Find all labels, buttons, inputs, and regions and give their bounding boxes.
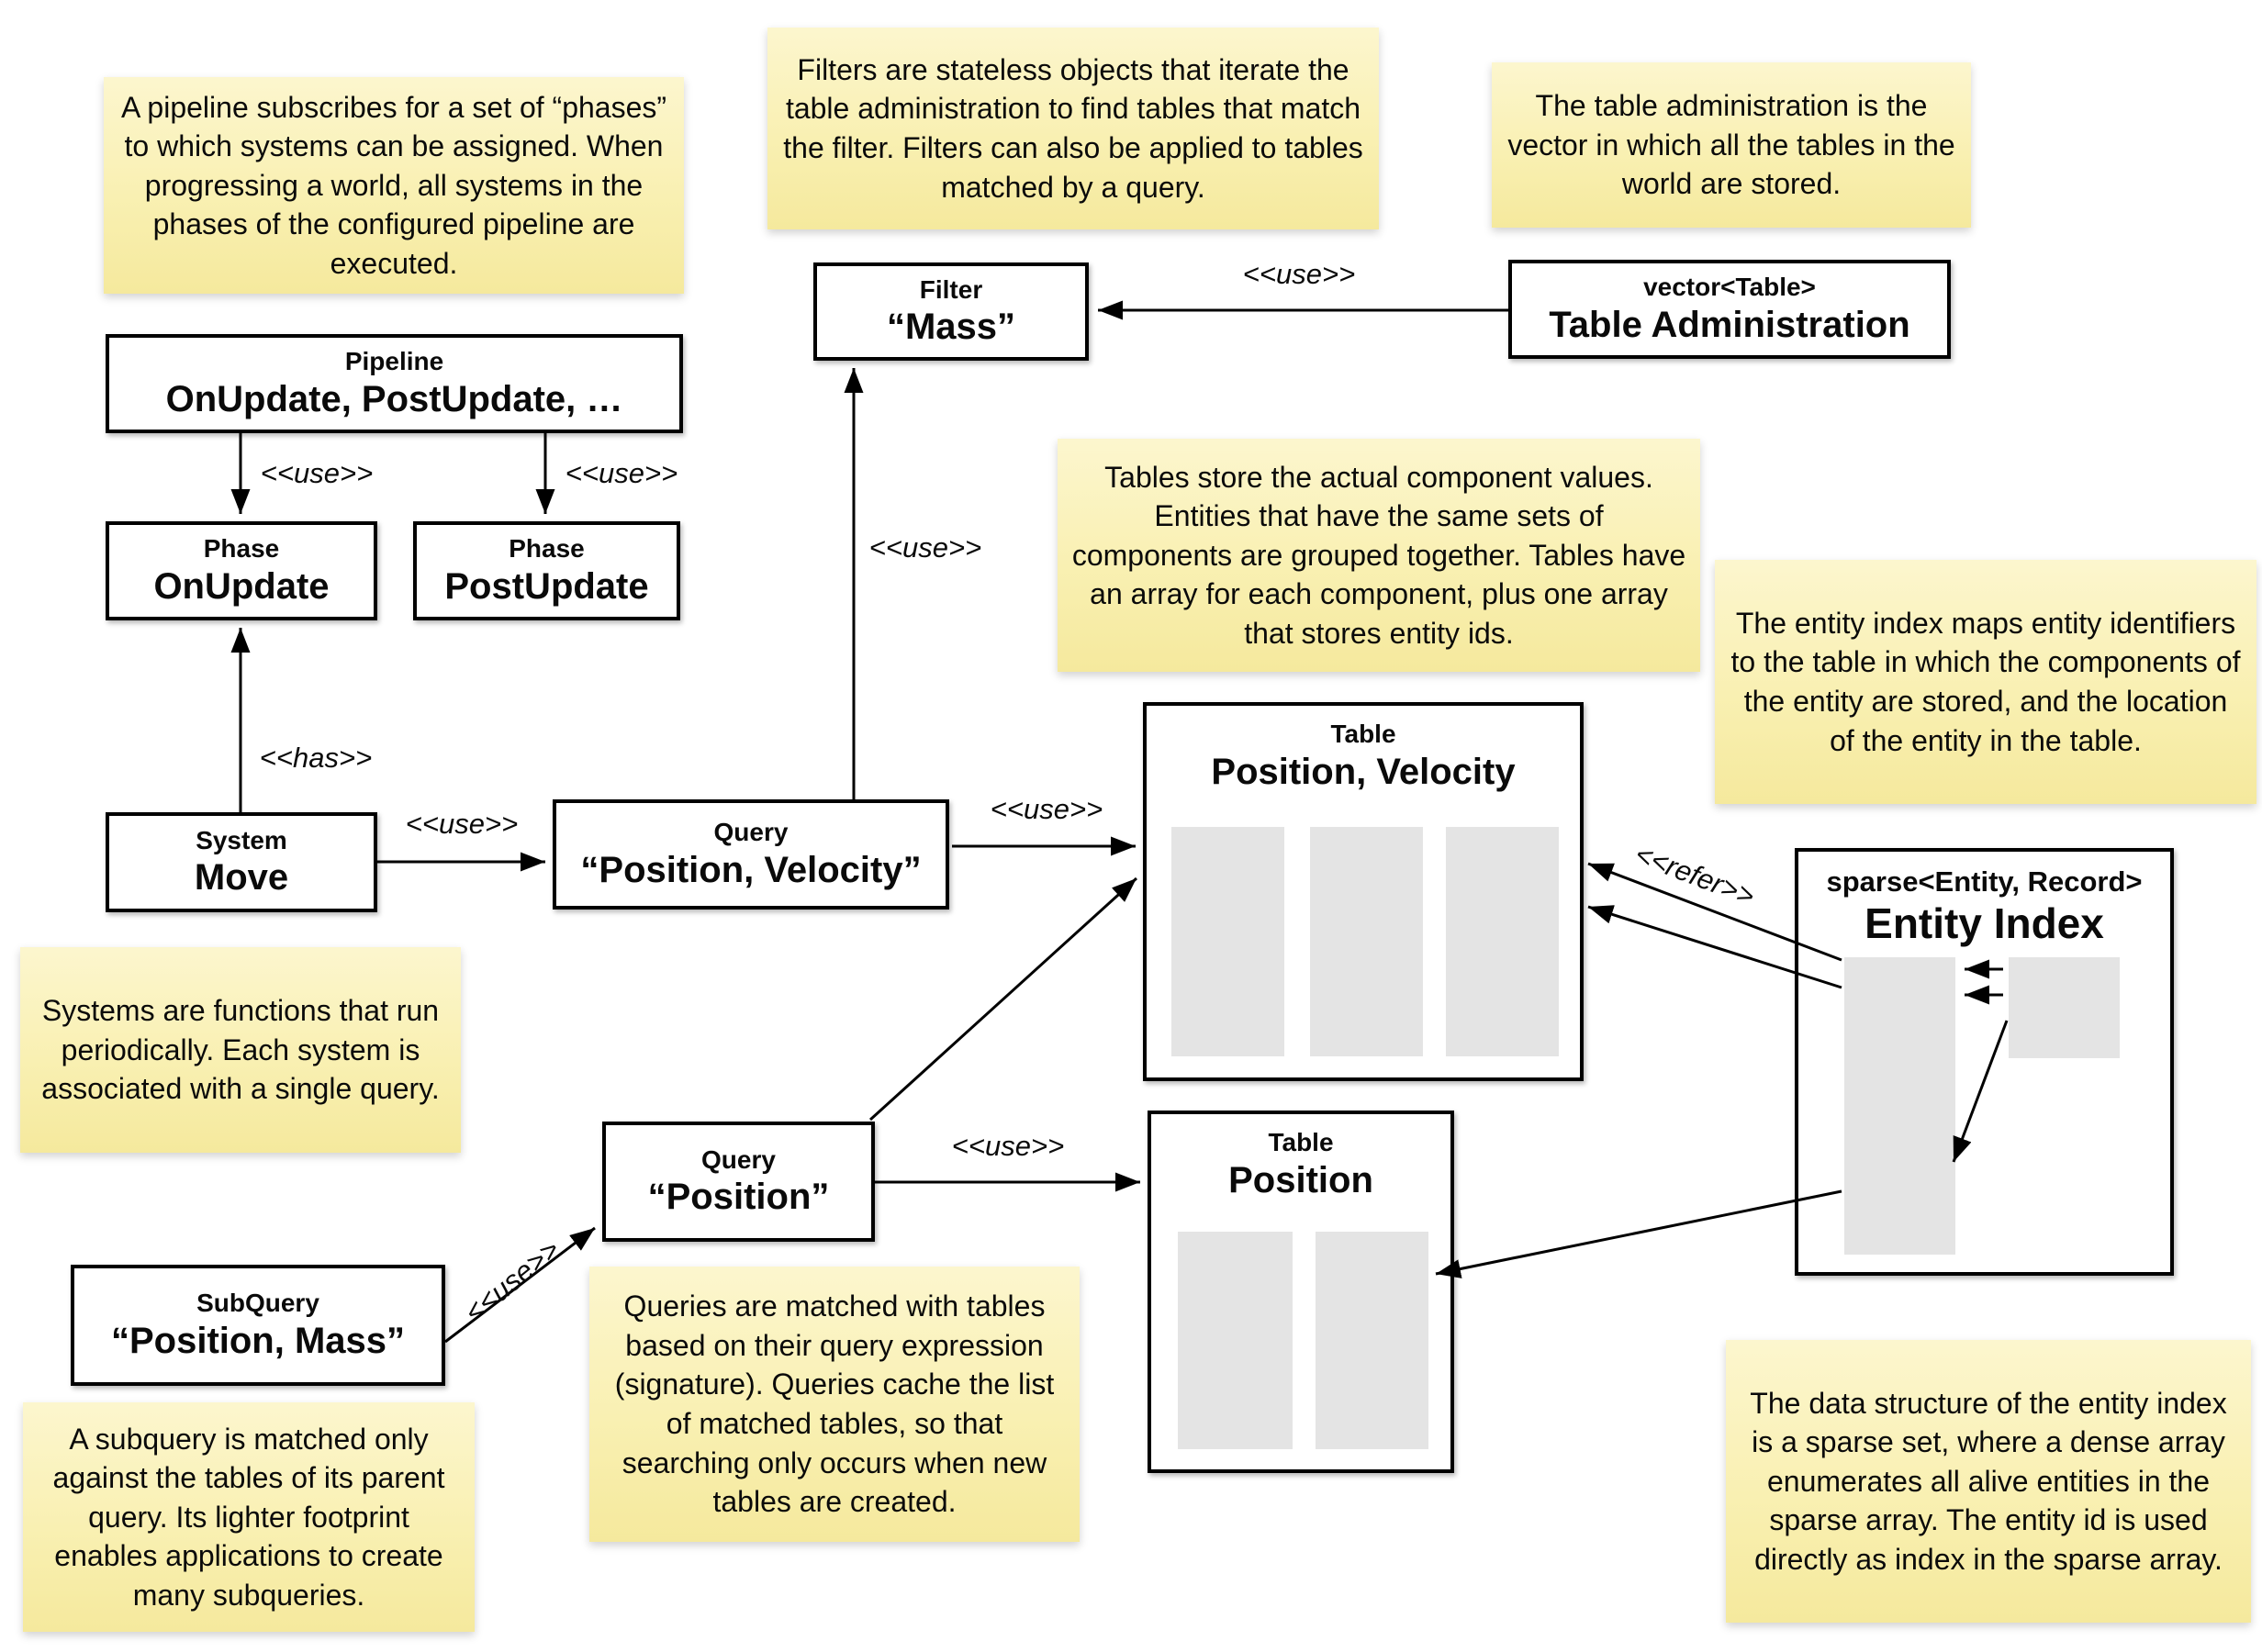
box-table-position-name: Position [1228, 1159, 1373, 1200]
edge-label-use: <<use>> [990, 793, 1103, 825]
box-pipeline-name: OnUpdate, PostUpdate, … [165, 378, 623, 419]
box-query-position: Query “Position” [602, 1122, 875, 1242]
sparse-array [1844, 957, 1955, 1255]
component-array [1171, 827, 1284, 1056]
box-table-position: Table Position [1148, 1111, 1454, 1473]
box-phase-postupdate: Phase PostUpdate [413, 521, 680, 620]
note-systems: Systems are functions that run periodica… [20, 947, 461, 1153]
note-filters: Filters are stateless objects that itera… [767, 28, 1379, 229]
box-table-position-type: Table [1268, 1128, 1334, 1156]
edge-querypos-to-tablepv [868, 876, 1138, 1122]
edge-label-use: <<use>> [565, 457, 678, 489]
box-table-position-velocity-name: Position, Velocity [1211, 751, 1516, 792]
box-query-position-type: Query [701, 1144, 776, 1174]
box-filter-type: Filter [919, 274, 983, 304]
box-system-move-type: System [196, 825, 287, 854]
box-phase-postupdate-name: PostUpdate [444, 565, 649, 607]
box-entity-index-name: Entity Index [1864, 899, 2104, 948]
note-sparse-set: The data structure of the entity index i… [1726, 1340, 2251, 1623]
box-query-position-velocity: Query “Position, Velocity” [553, 799, 949, 910]
box-table-administration: vector<Table> Table Administration [1508, 260, 1951, 359]
box-filter: Filter “Mass” [813, 262, 1089, 361]
box-table-position-velocity-type: Table [1330, 720, 1396, 748]
box-table-administration-type: vector<Table> [1643, 273, 1816, 302]
box-pipeline: Pipeline OnUpdate, PostUpdate, … [106, 334, 683, 433]
edge-label-has: <<has>> [259, 742, 373, 774]
box-pipeline-type: Pipeline [344, 347, 444, 376]
note-queries: Queries are matched with tables based on… [589, 1267, 1080, 1542]
edge-label-use: <<use>> [458, 1233, 566, 1329]
note-table-administration: The table administration is the vector i… [1492, 62, 1971, 228]
edge-entityindex-to-tablepos [1435, 1189, 1842, 1278]
box-subquery-name: “Position, Mass” [110, 1320, 406, 1361]
edge-label-use: <<use>> [1242, 258, 1356, 290]
box-phase-postupdate-type: Phase [509, 534, 585, 564]
box-entity-index-type: sparse<Entity, Record> [1826, 865, 2143, 898]
dense-array [2009, 957, 2120, 1058]
box-filter-name: “Mass” [886, 307, 1016, 348]
component-array [1310, 827, 1423, 1056]
edge-label-use: <<use>> [868, 531, 982, 564]
box-system-move: System Move [106, 812, 377, 912]
note-subquery: A subquery is matched only against the t… [23, 1402, 475, 1632]
edge-label-use: <<use>> [260, 457, 374, 489]
box-entity-index: sparse<Entity, Record> Entity Index [1795, 848, 2174, 1276]
box-phase-onupdate-name: OnUpdate [153, 565, 330, 607]
box-table-administration-name: Table Administration [1549, 304, 1910, 345]
component-array [1446, 827, 1559, 1056]
edge-label-use: <<use>> [405, 808, 519, 840]
box-query-position-velocity-type: Query [713, 818, 789, 847]
note-pipeline: A pipeline subscribes for a set of “phas… [104, 77, 684, 294]
component-array [1316, 1232, 1428, 1449]
box-subquery: SubQuery “Position, Mass” [71, 1265, 445, 1386]
box-query-position-velocity-name: “Position, Velocity” [580, 849, 922, 890]
note-entity-index: The entity index maps entity identifiers… [1715, 560, 2256, 804]
box-phase-onupdate: Phase OnUpdate [106, 521, 377, 620]
box-phase-onupdate-type: Phase [203, 534, 280, 564]
component-array [1178, 1232, 1293, 1449]
box-subquery-type: SubQuery [196, 1289, 319, 1318]
box-table-position-velocity: Table Position, Velocity [1143, 702, 1584, 1081]
box-system-move-name: Move [194, 857, 289, 899]
note-tables: Tables store the actual component values… [1058, 439, 1700, 672]
box-query-position-name: “Position” [647, 1177, 830, 1218]
edge-label-refer: <<refer>> [1630, 837, 1760, 913]
edge-label-use: <<use>> [951, 1130, 1065, 1162]
